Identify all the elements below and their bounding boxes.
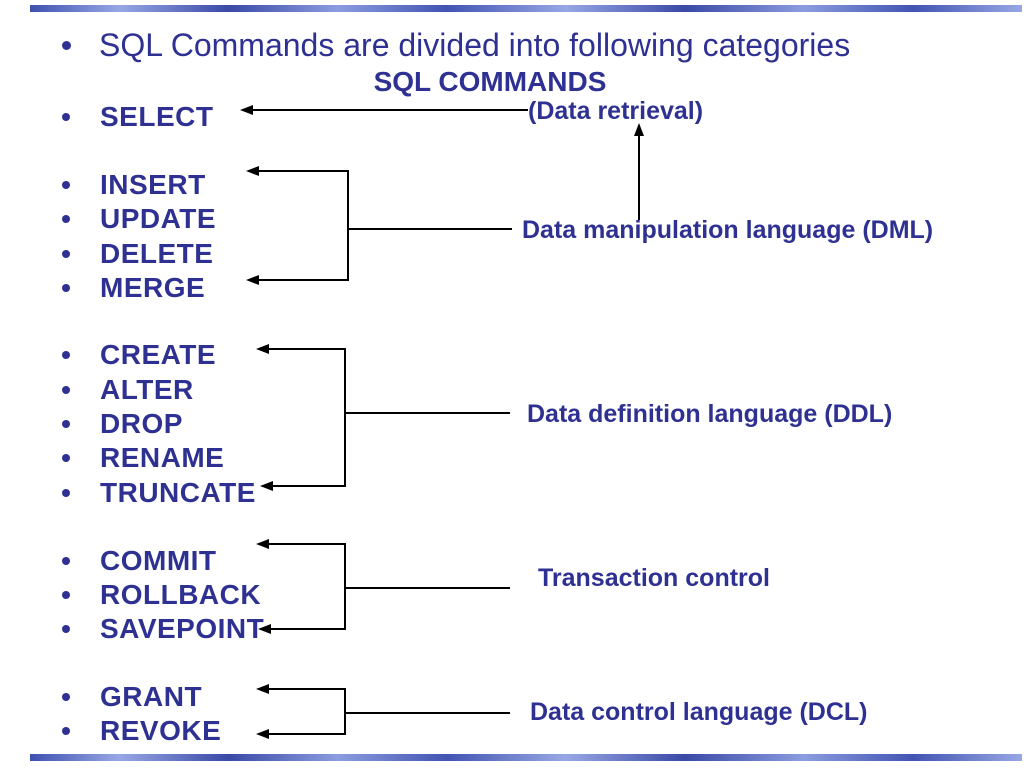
slide-title-row: SQL Commands are divided into following … [62, 26, 850, 64]
dml-top-arrowhead-icon [246, 166, 259, 176]
dml-bottom-arrow-line [258, 279, 349, 281]
label-dml: Data manipulation language (DML) [522, 216, 934, 244]
tcl-top-arrow-line [268, 543, 346, 545]
command-merge: MERGE [62, 271, 205, 305]
tcl-bracket-vline [344, 543, 346, 630]
command-savepoint: SAVEPOINT [62, 612, 264, 646]
slide-title: SQL Commands are divided into following … [99, 26, 851, 63]
command-label: MERGE [100, 272, 206, 303]
tcl-top-arrowhead-icon [256, 539, 269, 549]
command-label: SELECT [100, 101, 214, 132]
command-rename: RENAME [62, 441, 224, 475]
command-label: ALTER [100, 374, 194, 405]
ddl-top-arrow-line [268, 348, 346, 350]
ddl-bracket-vline [344, 348, 346, 487]
retrieval-up-arrowhead-icon [634, 123, 644, 136]
bullet-icon [62, 215, 70, 223]
bullet-icon [62, 420, 70, 428]
select-arrowhead-icon [240, 105, 253, 115]
command-delete: DELETE [62, 237, 213, 271]
command-drop: DROP [62, 407, 183, 441]
bullet-icon [62, 489, 70, 497]
bullet-icon [62, 591, 70, 599]
tcl-bottom-arrow-line [270, 628, 346, 630]
bullet-icon [62, 284, 70, 292]
command-label: ROLLBACK [100, 579, 262, 610]
command-label: REVOKE [100, 715, 222, 746]
bullet-icon [62, 250, 70, 258]
dml-bracket-vline [347, 170, 349, 281]
command-commit: COMMIT [62, 544, 217, 578]
command-label: TRUNCATE [100, 477, 256, 508]
tcl-bottom-arrowhead-icon [258, 624, 271, 634]
command-alter: ALTER [62, 373, 194, 407]
dcl-top-arrowhead-icon [256, 684, 269, 694]
command-truncate: TRUNCATE [62, 476, 256, 510]
label-ddl: Data definition language (DDL) [527, 400, 893, 428]
dcl-connector-line [344, 712, 510, 714]
ddl-connector-line [344, 412, 510, 414]
command-select: SELECT [62, 100, 213, 134]
command-label: UPDATE [100, 203, 217, 234]
command-rollback: ROLLBACK [62, 578, 261, 612]
tcl-connector-line [344, 587, 510, 589]
dcl-bottom-arrow-line [268, 733, 346, 735]
command-label: COMMIT [100, 545, 217, 576]
dml-top-arrow-line [258, 170, 349, 172]
bullet-icon [62, 386, 70, 394]
command-label: CREATE [100, 339, 217, 370]
select-arrow-line [252, 109, 528, 111]
command-insert: INSERT [62, 168, 206, 202]
top-border-bar [30, 5, 1022, 12]
bullet-icon [62, 113, 70, 121]
command-label: GRANT [100, 681, 203, 712]
bullet-icon [62, 454, 70, 462]
dml-connector-line [347, 228, 512, 230]
dml-bottom-arrowhead-icon [246, 275, 259, 285]
command-create: CREATE [62, 338, 216, 372]
bullet-icon [62, 625, 70, 633]
dcl-top-arrow-line [268, 688, 346, 690]
command-label: SAVEPOINT [100, 613, 265, 644]
bullet-icon [62, 181, 70, 189]
label-transaction-control: Transaction control [538, 564, 770, 592]
command-label: RENAME [100, 442, 225, 473]
label-data-retrieval: (Data retrieval) [528, 97, 704, 125]
command-label: INSERT [100, 169, 206, 200]
bottom-border-bar [30, 754, 1022, 761]
bullet-icon [62, 351, 70, 359]
diagram-heading: SQL COMMANDS [373, 66, 607, 97]
command-grant: GRANT [62, 680, 202, 714]
bullet-icon [62, 40, 71, 50]
dcl-bottom-arrowhead-icon [256, 729, 269, 739]
bullet-icon [62, 557, 70, 565]
ddl-bottom-arrowhead-icon [260, 481, 273, 491]
bullet-icon [62, 693, 70, 701]
ddl-bottom-arrow-line [272, 485, 346, 487]
dcl-bracket-vline [344, 688, 346, 735]
label-dcl: Data control language (DCL) [530, 698, 868, 726]
command-label: DROP [100, 408, 183, 439]
retrieval-up-arrow-line [638, 134, 640, 220]
bullet-icon [62, 727, 70, 735]
command-label: DELETE [100, 238, 214, 269]
ddl-top-arrowhead-icon [256, 344, 269, 354]
command-revoke: REVOKE [62, 714, 221, 748]
command-update: UPDATE [62, 202, 216, 236]
